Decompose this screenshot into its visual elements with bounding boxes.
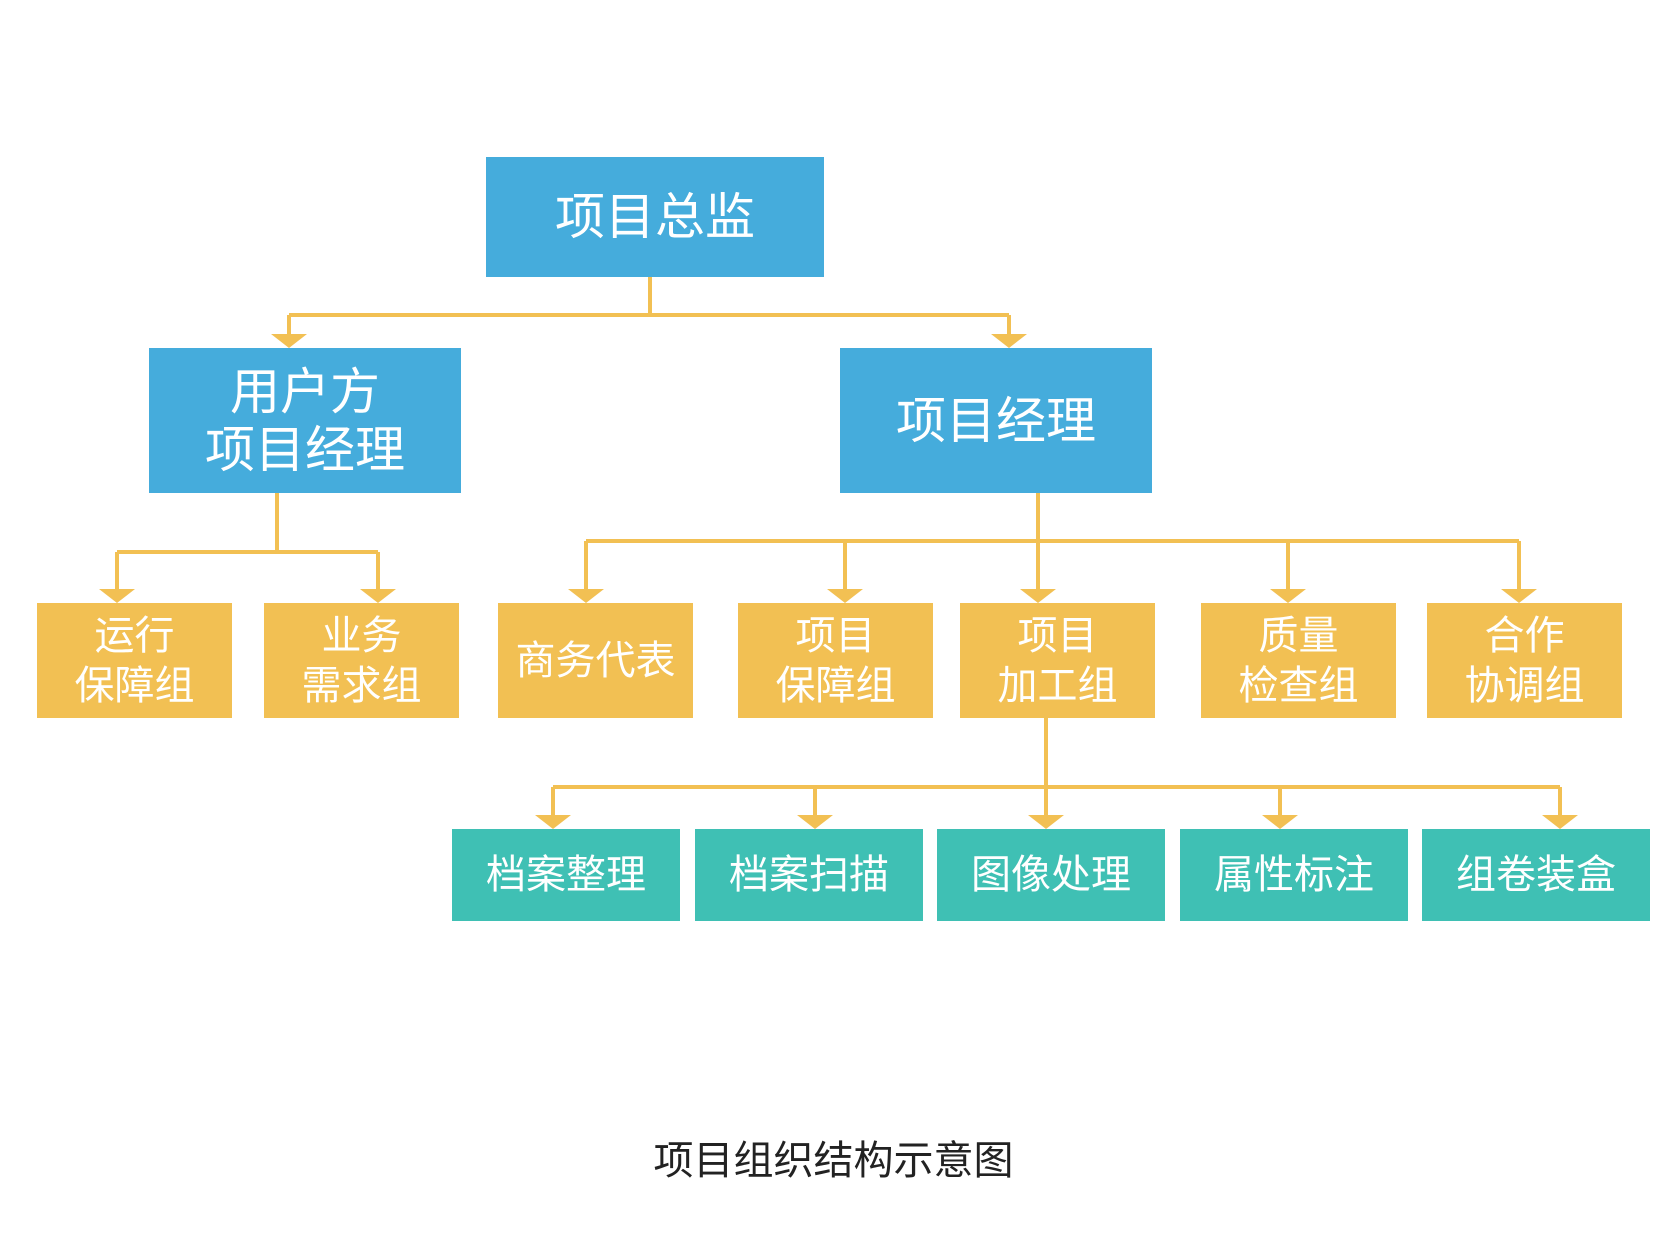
node-archive-scanning-label: 档案扫描	[729, 852, 889, 898]
connector-pm	[586, 493, 1519, 543]
node-cooperation-coordination-group-label-1: 合作	[1484, 612, 1565, 659]
connector-processing	[553, 718, 1560, 789]
node-business-requirements-group-label-2: 需求组	[301, 662, 422, 709]
node-director-label: 项目总监	[555, 188, 755, 246]
node-ops-support-group-label-2: 保障组	[74, 662, 195, 709]
arrow-head-ops-support-group	[99, 589, 135, 603]
arrow-head-project-manager	[991, 334, 1027, 348]
diagram-caption: 项目组织结构示意图	[653, 1138, 1014, 1184]
node-client-project-manager-label-1: 用户方	[230, 362, 380, 421]
node-ops-support-group-label-1: 运行	[94, 612, 175, 659]
node-project-processing-group-label-1: 项目	[1017, 612, 1098, 659]
node-client-project-manager-label-2: 项目经理	[205, 420, 405, 479]
node-quality-inspection-group: 质量 检查组	[1201, 603, 1396, 718]
arrow-head-archive-sorting	[535, 815, 571, 829]
node-project-processing-group: 项目 加工组	[960, 603, 1155, 718]
node-ops-support-group: 运行 保障组	[37, 603, 232, 718]
node-director: 项目总监	[486, 157, 824, 277]
node-client-project-manager: 用户方 项目经理	[149, 348, 461, 493]
node-cooperation-coordination-group-label-2: 协调组	[1464, 662, 1585, 709]
node-attribute-labeling: 属性标注	[1180, 829, 1408, 921]
arrow-head-cooperation-coordination-group	[1501, 589, 1537, 603]
node-project-manager-label: 项目经理	[896, 391, 1096, 450]
node-archive-sorting: 档案整理	[452, 829, 680, 921]
node-project-processing-group-label-2: 加工组	[997, 662, 1118, 709]
node-quality-inspection-group-label-2: 检查组	[1238, 662, 1359, 709]
node-volume-boxing-label: 组卷装盒	[1456, 852, 1616, 898]
node-cooperation-coordination-group: 合作 协调组	[1427, 603, 1622, 718]
connector-director	[289, 277, 1009, 317]
node-project-support-group-label-2: 保障组	[775, 662, 896, 709]
arrow-head-volume-boxing	[1542, 815, 1578, 829]
node-archive-scanning: 档案扫描	[695, 829, 923, 921]
node-image-processing: 图像处理	[937, 829, 1165, 921]
node-business-representative: 商务代表	[498, 603, 693, 718]
node-business-requirements-group-label-1: 业务	[321, 612, 402, 659]
arrow-head-image-processing	[1028, 815, 1064, 829]
node-volume-boxing: 组卷装盒	[1422, 829, 1650, 921]
node-archive-sorting-label: 档案整理	[486, 852, 646, 898]
arrow-head-business-representative	[568, 589, 604, 603]
node-business-requirements-group: 业务 需求组	[264, 603, 459, 718]
node-business-representative-label: 商务代表	[515, 637, 676, 684]
arrow-head-client-pm	[271, 334, 307, 348]
node-project-manager: 项目经理	[840, 348, 1152, 493]
arrow-head-project-processing-group	[1020, 589, 1056, 603]
node-attribute-labeling-label: 属性标注	[1214, 852, 1374, 898]
arrow-head-archive-scanning	[797, 815, 833, 829]
node-image-processing-label: 图像处理	[971, 852, 1131, 898]
connector-client-pm	[117, 493, 378, 554]
node-project-support-group: 项目 保障组	[738, 603, 933, 718]
arrow-head-business-requirements-group	[360, 589, 396, 603]
arrow-head-quality-inspection-group	[1270, 589, 1306, 603]
arrow-head-project-support-group	[827, 589, 863, 603]
node-project-support-group-label-1: 项目	[795, 612, 876, 659]
node-quality-inspection-group-label-1: 质量	[1258, 612, 1339, 659]
arrow-head-attribute-labeling	[1262, 815, 1298, 829]
